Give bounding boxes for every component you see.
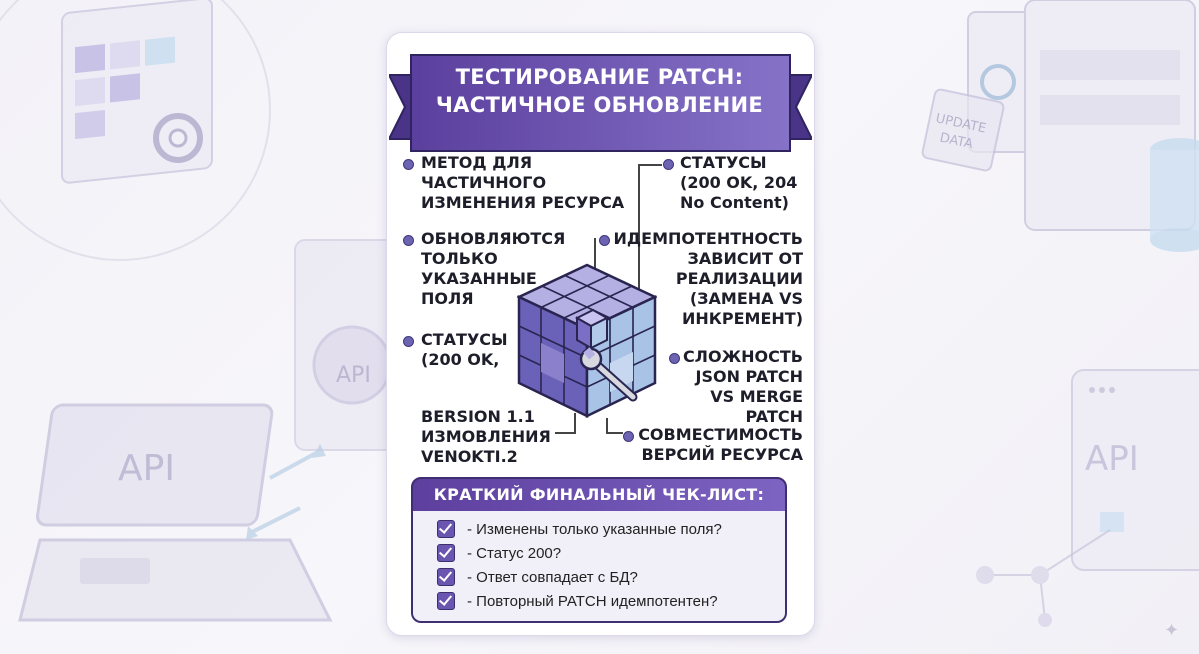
laptop-icon: API bbox=[18, 403, 333, 622]
bullet-dot bbox=[403, 159, 414, 170]
network-nodes-icon bbox=[976, 529, 1111, 627]
bg-laptop-api-text: API bbox=[118, 448, 175, 489]
page-title-text: ТЕСТИРОВАНИЕ PATCH: ЧАСТИЧНОЕ ОБНОВЛЕНИЕ bbox=[435, 65, 764, 117]
bg-api-gear-text: API bbox=[336, 363, 371, 388]
bullet-dot bbox=[669, 353, 680, 364]
api-window-icon: API bbox=[1071, 369, 1199, 571]
title-ribbon bbox=[389, 54, 812, 152]
right-item-idempotency: ИДЕМПОТЕНТНОСТЬ ЗАВИСИТ ОТ РЕАЛИЗАЦИИ (З… bbox=[613, 229, 803, 328]
checklist-item: - Ответ совпадает с БД? bbox=[413, 565, 785, 589]
left-item-fields: ОБНОВЛЯЮТСЯ ТОЛЬКО УКАЗАННЫЕ ПОЛЯ bbox=[421, 229, 566, 308]
checklist-item-text: - Повторный PATCH идемпотентен? bbox=[467, 592, 718, 610]
checkbox-checked-icon[interactable] bbox=[437, 568, 455, 586]
infographic-card: ТЕСТИРОВАНИЕ PATCH: ЧАСТИЧНОЕ ОБНОВЛЕНИЕ bbox=[386, 32, 815, 636]
right-item-compatibility: СОВМЕСТИМОСТЬ ВЕРСИЙ РЕСУРСА bbox=[638, 425, 803, 464]
left-item-method: МЕТОД ДЛЯ ЧАСТИЧНОГО ИЗМЕНЕНИЯ РЕСУРСА bbox=[421, 153, 625, 212]
page-title: ТЕСТИРОВАНИЕ PATCH: ЧАСТИЧНОЕ ОБНОВЛЕНИЕ bbox=[427, 63, 772, 119]
checklist-panel: - Изменены только указанные поля? - Стат… bbox=[411, 511, 787, 623]
checklist-item: - Изменены только указанные поля? bbox=[413, 517, 785, 541]
checkbox-checked-icon[interactable] bbox=[437, 544, 455, 562]
api-gear-window-icon: API bbox=[294, 239, 406, 451]
bg-circle bbox=[0, 0, 271, 261]
checklist-item-text: - Статус 200? bbox=[467, 544, 562, 562]
bullet-dot bbox=[403, 336, 414, 347]
database-icon bbox=[1150, 138, 1199, 252]
wrench-icon bbox=[579, 347, 638, 402]
right-item-complexity: СЛОЖНОСТЬ JSON PATCH VS MERGE PATCH bbox=[682, 347, 803, 426]
left-item-statuses: СТАТУСЫ (200 OK, bbox=[421, 330, 508, 369]
checkbox-checked-icon[interactable] bbox=[437, 520, 455, 538]
left-item-version: BERSION 1.1 ИЗМОВЛЕНИЯ VENOKTI.2 bbox=[421, 407, 551, 466]
bg-arrows-icon bbox=[246, 444, 326, 540]
checkbox-checked-icon[interactable] bbox=[437, 592, 455, 610]
bg-window-api-text: API bbox=[1085, 439, 1139, 479]
checklist-title: КРАТКИЙ ФИНАЛЬНЫЙ ЧЕК-ЛИСТ: bbox=[433, 485, 765, 504]
bullet-dot bbox=[599, 235, 610, 246]
bullet-dot bbox=[623, 431, 634, 442]
bullet-dot bbox=[403, 235, 414, 246]
checklist-item-text: - Изменены только указанные поля? bbox=[467, 520, 722, 538]
connector-lines bbox=[555, 164, 662, 434]
highlighted-cube-piece bbox=[574, 308, 610, 350]
right-item-statuses: СТАТУСЫ (200 OK, 204 No Content) bbox=[680, 153, 798, 212]
update-data-badge-icon: UPDATE DATA bbox=[921, 88, 1005, 172]
checklist-item: - Статус 200? bbox=[413, 541, 785, 565]
checklist-item: - Повторный PATCH идемпотентен? bbox=[413, 589, 785, 613]
puzzle-cube-icon bbox=[517, 263, 657, 418]
bg-update-text-2: DATA bbox=[938, 131, 974, 153]
sparkle-icon: ✦ bbox=[1164, 620, 1180, 641]
checklist-header: КРАТКИЙ ФИНАЛЬНЫЙ ЧЕК-ЛИСТ: bbox=[411, 477, 787, 513]
bullet-dot bbox=[663, 159, 674, 170]
checklist-item-text: - Ответ совпадает с БД? bbox=[467, 568, 638, 586]
gear-icon bbox=[153, 113, 203, 163]
